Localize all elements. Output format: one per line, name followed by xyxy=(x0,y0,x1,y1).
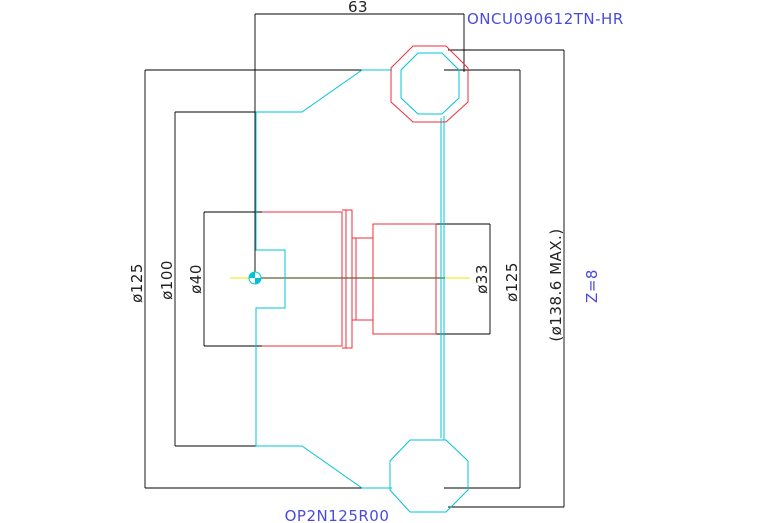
arbor-hub-outline xyxy=(262,209,437,349)
dimension-dia138-max: (ø138.6 MAX.) xyxy=(448,49,565,508)
dimension-63: 63 xyxy=(254,0,465,278)
dim-dia125-right-label: ø125 xyxy=(503,262,521,302)
dimension-dia125-right: ø125 xyxy=(444,69,521,489)
cutter-body-outline xyxy=(255,69,445,489)
dim-dia138-label: (ø138.6 MAX.) xyxy=(547,228,565,341)
dimension-dia40: ø40 xyxy=(187,211,262,347)
dim-63-label: 63 xyxy=(348,0,368,16)
insert-code-label: ONCU090612TN-HR xyxy=(467,10,624,28)
dim-dia100-label: ø100 xyxy=(158,260,176,300)
dimension-dia33: ø33 xyxy=(436,223,491,335)
dimension-dia125-left: ø125 xyxy=(128,69,392,489)
teeth-count-label: Z=8 xyxy=(583,269,601,303)
part-number-label: OP2N125R00 xyxy=(285,507,390,523)
dim-dia40-label: ø40 xyxy=(187,264,205,294)
dim-dia33-label: ø33 xyxy=(473,264,491,294)
dim-dia125-left-label: ø125 xyxy=(128,263,146,303)
insert-bottom xyxy=(389,439,469,513)
center-marker-icon xyxy=(248,271,262,285)
insert-top xyxy=(390,45,469,123)
dimension-dia100: ø100 xyxy=(158,111,256,447)
